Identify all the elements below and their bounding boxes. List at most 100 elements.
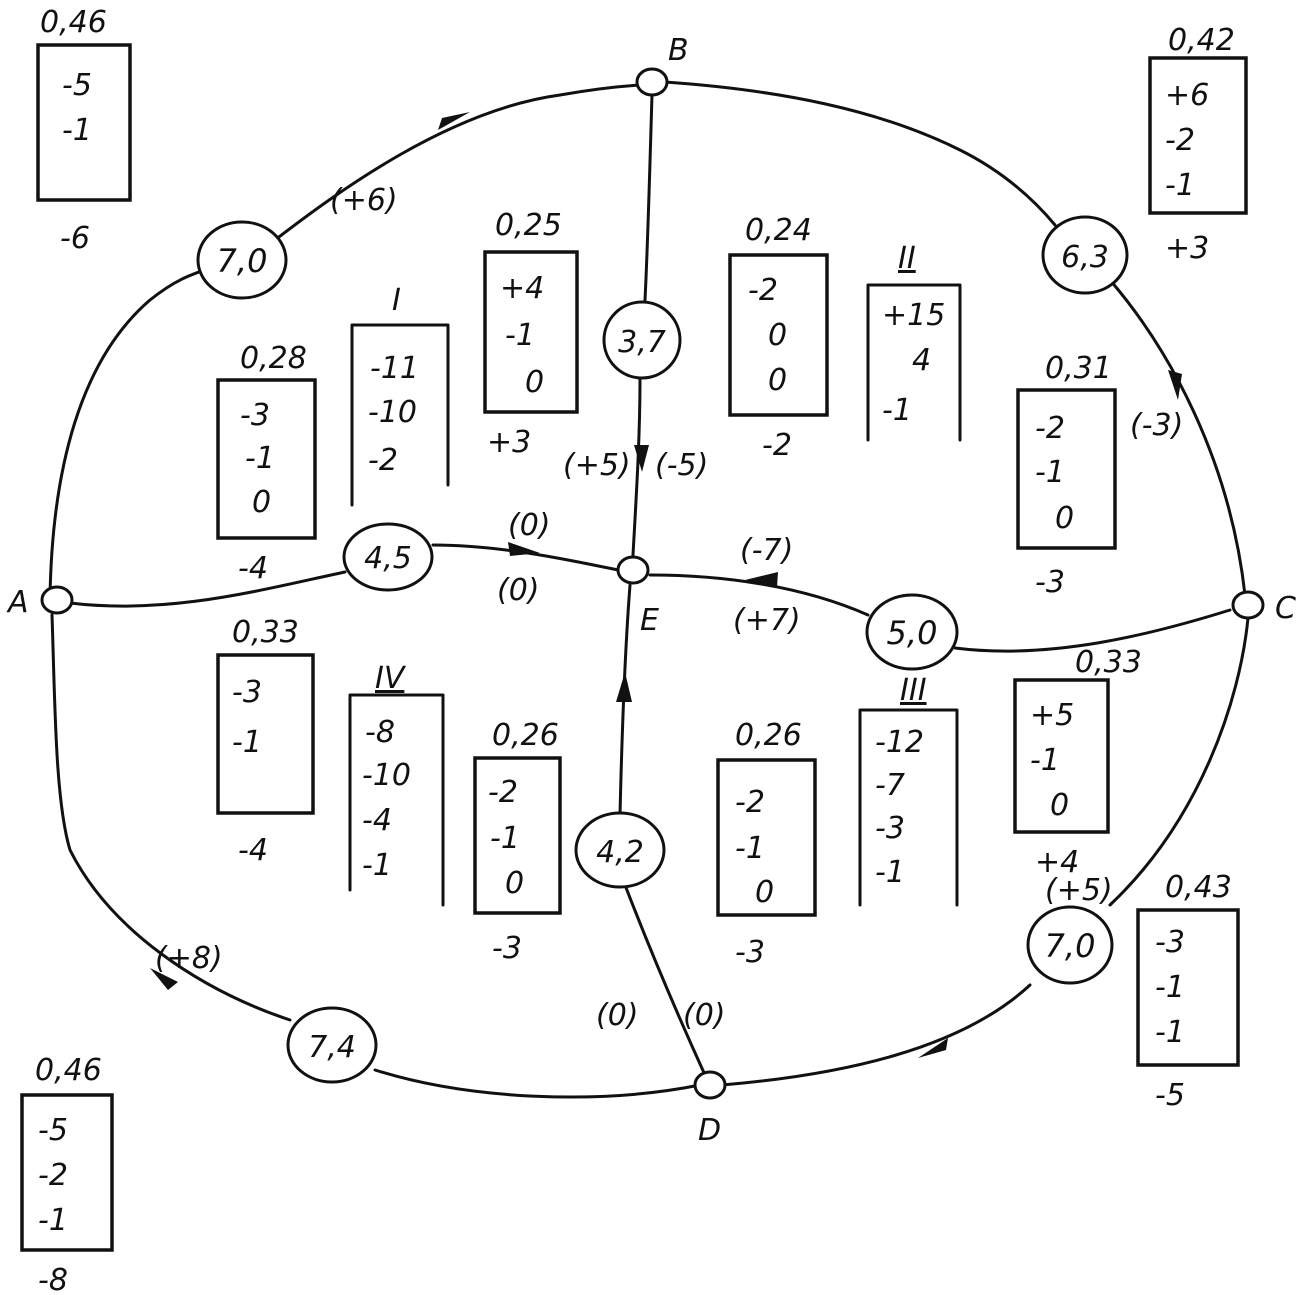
box-bottom-value: -3: [492, 931, 522, 966]
region-label: III: [900, 673, 927, 708]
region-entry: +15: [882, 298, 945, 333]
box-top-value: 0,46: [40, 5, 107, 40]
box-entry: -2: [735, 785, 765, 820]
value-circle: [1041, 215, 1129, 295]
box-entry: -1: [62, 113, 92, 148]
flow-label: (-5): [655, 448, 708, 483]
box-entry: +4: [500, 271, 544, 306]
box-entry: -3: [1155, 925, 1185, 960]
box-top-value: 0,42: [1168, 23, 1235, 58]
node-b-label: B: [668, 33, 689, 68]
box-top-value: 0,25: [495, 208, 562, 243]
box-entry: 0: [768, 318, 787, 353]
region-label: I: [392, 283, 401, 318]
flow-label: (0): [497, 573, 540, 608]
node-c: [1231, 590, 1265, 620]
flow-label: (-3): [1130, 408, 1183, 443]
box-entry: -1: [1165, 168, 1195, 203]
arrow-b-c: [1168, 370, 1182, 400]
value-box: [36, 43, 132, 202]
value-box: [1148, 56, 1248, 215]
node-e-label: E: [640, 603, 659, 638]
value-box: [483, 250, 579, 414]
arrow-c-d: [918, 1038, 948, 1058]
region-entry: -3: [875, 811, 905, 846]
arrow-a-e: [508, 542, 540, 556]
region-entry: -4: [362, 803, 392, 838]
box-bottom-value: +3: [487, 425, 531, 460]
node-c-label: C: [1275, 591, 1296, 626]
box-entry: 0: [1055, 501, 1074, 536]
region-entry: -12: [875, 725, 924, 760]
value-circle-text: 4,2: [596, 835, 644, 870]
value-box: [216, 378, 317, 540]
node-d: [693, 1070, 727, 1100]
node-e: [616, 555, 650, 585]
flow-label: (0): [508, 508, 551, 543]
arrow-c-e: [745, 572, 778, 587]
box-top-value: 0,28: [240, 341, 307, 376]
box-entry: -1: [1030, 743, 1060, 778]
value-circle-text: 7,0: [1045, 927, 1096, 965]
region-bracket: [866, 283, 962, 442]
region-entry: -10: [368, 395, 417, 430]
flow-label: (0): [596, 998, 639, 1033]
box-entry: -3: [232, 675, 262, 710]
box-entry: -1: [1155, 1015, 1185, 1050]
box-bottom-value: -2: [762, 428, 792, 463]
flow-label: (+6): [330, 183, 398, 218]
box-top-value: 0,31: [1045, 351, 1112, 386]
value-box: [1136, 908, 1240, 1067]
value-box: [728, 253, 829, 417]
box-bottom-value: +3: [1165, 231, 1209, 266]
region-entry: -11: [370, 351, 419, 386]
value-circle-text: 5,0: [887, 614, 938, 652]
box-top-value: 0,33: [1075, 645, 1142, 680]
value-circle: [602, 300, 682, 380]
region-entry: -1: [882, 393, 912, 428]
value-circle: [196, 220, 288, 300]
arrow-d-e: [616, 672, 632, 702]
region-entry: -8: [365, 715, 395, 750]
region-label: II: [898, 241, 916, 276]
box-bottom-value: -4: [238, 551, 268, 586]
box-entry: -1: [505, 318, 535, 353]
box-entry: -2: [1165, 123, 1195, 158]
node-d-label: D: [698, 1113, 721, 1148]
region-bracket: [350, 323, 450, 507]
box-top-value: 0,24: [745, 213, 812, 248]
region-entry: 4: [912, 343, 931, 378]
edge-b-c: [663, 80, 1247, 597]
flow-label: (+8): [155, 941, 223, 976]
box-entry: -1: [1155, 970, 1185, 1005]
value-box: [1016, 388, 1117, 550]
box-entry: -5: [62, 68, 92, 103]
box-entry: -1: [232, 725, 262, 760]
box-bottom-value: -6: [60, 221, 90, 256]
box-entry: 0: [252, 485, 271, 520]
box-entry: -2: [748, 273, 778, 308]
box-entry: -1: [245, 441, 275, 476]
arrow-d-a: [150, 968, 178, 990]
box-bottom-value: -5: [1155, 1078, 1185, 1113]
value-box: [216, 653, 315, 815]
box-bottom-value: -4: [238, 833, 268, 868]
box-top-value: 0,33: [232, 615, 299, 650]
box-entry: -1: [735, 831, 765, 866]
region-entry: -1: [362, 848, 392, 883]
box-bottom-value: -3: [735, 935, 765, 970]
value-circle: [286, 1006, 378, 1084]
edge-c-d: [720, 616, 1250, 1087]
region-entry: -1: [875, 855, 905, 890]
region-bracket: [858, 708, 959, 907]
box-entry: +5: [1030, 698, 1074, 733]
value-circle: [865, 593, 959, 671]
value-circle-text: 6,3: [1061, 240, 1109, 275]
box-entry: -2: [38, 1158, 68, 1193]
flow-label: (+7): [733, 603, 801, 638]
node-a: [40, 585, 74, 615]
box-bottom-value: +4: [1035, 845, 1079, 880]
box-entry: -1: [490, 821, 520, 856]
box-entry: -1: [38, 1203, 68, 1238]
